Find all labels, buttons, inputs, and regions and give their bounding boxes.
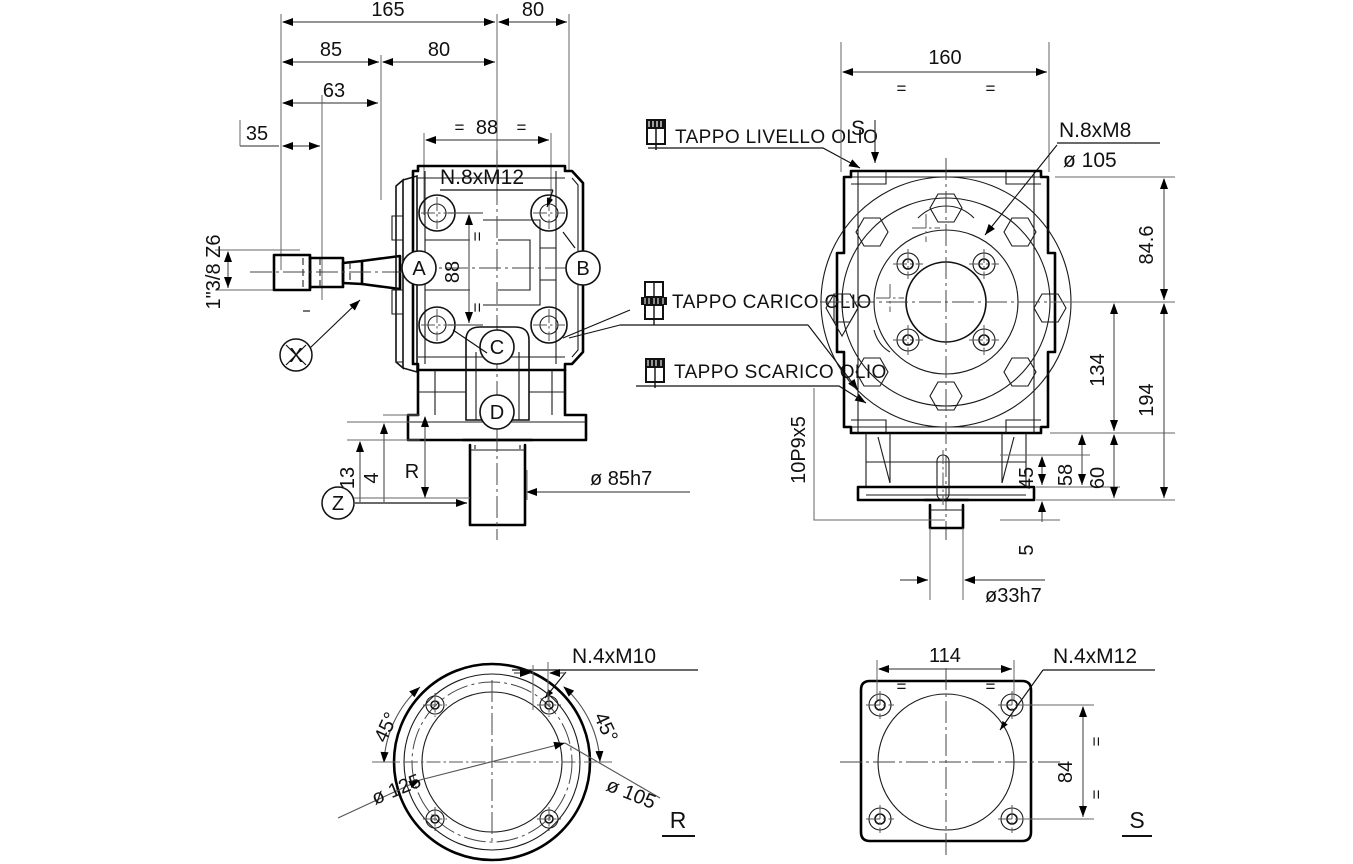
dim-80-mid: 80 (428, 39, 450, 61)
dim-160: 160 (928, 47, 961, 69)
note-bolts-m12-detail-label: N.4xM12 (1053, 645, 1137, 668)
marker-r-label: R (405, 461, 419, 483)
section-arrow-s-label: S (851, 117, 865, 140)
bubble-b: B (565, 250, 601, 286)
bolt-boss-group (418, 194, 568, 344)
bubble-a-label: A (412, 258, 426, 280)
dim-85: 85 (320, 39, 342, 61)
note-bolts-m10-label: N.4xM10 (572, 645, 656, 668)
front-view-group: 165 80 85 80 63 88 35 = = 1"3/8 Z6 (203, 0, 690, 540)
gearbox-body-side (820, 158, 1160, 540)
equal-mark-inner-bot: = (468, 302, 487, 312)
oil-level-plug-note: TAPPO LIVELLO OLIO (646, 119, 878, 169)
hex-bolt-ring (825, 193, 1067, 411)
detail-s-equal-left: = (897, 677, 907, 696)
dim-shaft-dia-85h7: ø 85h7 (590, 468, 652, 490)
front-dimension-lines: 165 80 85 80 63 88 35 = = (239, 0, 570, 300)
detail-s-group: 114 = = 84 = = N.4xM12 S (840, 645, 1155, 855)
dim-194: 194 (1136, 383, 1158, 416)
dim-165: 165 (371, 0, 404, 21)
side-right-dims: 84.6 134 194 60 58 45 5 ø33h7 (900, 176, 1175, 607)
note-keyway-label: 10P9x5 (788, 416, 810, 484)
spline-shaft-dimension: 1"3/8 Z6 (203, 235, 300, 310)
detail-r-view-label: R (662, 807, 695, 837)
dim-angle-right: 45° (589, 709, 622, 746)
dim-80-top: 80 (522, 0, 544, 21)
detail-s-label-text: S (1129, 807, 1144, 833)
oil-level-plug-label: TAPPO LIVELLO OLIO (675, 127, 878, 148)
dim-13: 13 (337, 467, 359, 489)
equal-mark-left: = (455, 118, 465, 137)
detail-s-equal-bot: = (1087, 789, 1106, 799)
note-bolts-m10: N.4xM10 (512, 645, 698, 710)
front-bottom-dims: 13 4 R ø 85h7 Z (321, 414, 690, 520)
detail-r-group: ø 125 ø 105 45° 45° N.4xM10 R (337, 645, 698, 862)
dim-88-top: 88 (476, 117, 498, 139)
bubble-c-label: C (490, 337, 504, 359)
front-inner-88-dim: 88 = = (442, 212, 487, 326)
equal-mark-right: = (517, 118, 527, 137)
oil-level-plug-icon (646, 119, 666, 150)
detail-s-equal-top: = (1087, 736, 1106, 746)
equal-mark-inner-top: = (468, 231, 487, 241)
bubble-c: C (479, 329, 515, 365)
dim-88-vertical: 88 (442, 261, 464, 283)
bubble-a: A (401, 250, 437, 286)
marker-z-group: Z (321, 486, 467, 520)
shaft-designation-bubbles: A B C D (401, 250, 601, 430)
bubble-b-label: B (576, 258, 589, 280)
dim-84: 84 (1055, 761, 1077, 783)
dim-dia-105: ø 105 (603, 774, 659, 814)
dim-35: 35 (246, 123, 268, 145)
note-bolts-m8: N.8xM8 ø 105 (984, 119, 1160, 236)
marker-x-label: X (289, 345, 302, 367)
marker-z-label: Z (332, 493, 344, 515)
bubble-d: D (479, 394, 515, 430)
note-bolts-m8-label: N.8xM8 (1059, 119, 1131, 142)
detail-s-view-label: S (1122, 807, 1152, 837)
dim-60: 60 (1087, 467, 1109, 489)
side-view-group: 160 = = S N.8xM8 ø 105 (788, 42, 1175, 607)
dim-134: 134 (1087, 353, 1109, 386)
detail-s-equal-right: = (986, 677, 996, 696)
bubble-d-label: D (490, 402, 504, 424)
note-bolts-m12-detail: N.4xM12 (999, 645, 1155, 731)
side-equal-right: = (986, 79, 996, 98)
dim-5: 5 (1016, 544, 1038, 555)
note-bolts-m12-label: N.8xM12 (440, 166, 524, 189)
side-equal-left: = (897, 79, 907, 98)
oil-drain-plug-label: TAPPO SCARICO OLIO (674, 362, 887, 383)
note-bolt-circle-105: ø 105 (1063, 149, 1117, 172)
dim-shaft-dia-33h7: ø33h7 (985, 585, 1042, 607)
input-shaft (250, 253, 415, 292)
note-keyway: 10P9x5 (788, 388, 945, 521)
label-spline-size: 1"3/8 Z6 (203, 235, 225, 310)
side-top-dims: 160 = = (840, 42, 1050, 172)
dim-4: 4 (361, 472, 383, 483)
dim-dia-125: ø 125 (369, 770, 425, 810)
dim-63: 63 (323, 80, 345, 102)
dim-58: 58 (1055, 464, 1077, 486)
oil-filler-plug-icon (641, 281, 667, 325)
detail-r-label-text: R (670, 807, 687, 833)
oil-drain-plug-note: TAPPO SCARICO OLIO (636, 358, 887, 404)
oil-drain-plug-icon (645, 358, 665, 388)
section-arrow-s: S (851, 117, 879, 163)
dim-45: 45 (1016, 467, 1038, 489)
marker-x-group: X (279, 299, 361, 372)
note-bolts-m12: N.8xM12 (440, 166, 631, 354)
dim-114: 114 (929, 645, 961, 667)
detail-r-bolt-holes (423, 693, 561, 831)
threaded-hole-group (893, 249, 999, 355)
keyway-detail (936, 450, 950, 505)
dim-84-6: 84.6 (1136, 226, 1158, 265)
detail-s-bolt-holes (866, 691, 1026, 833)
plug-notes-group: TAPPO LIVELLO OLIO TAPPO CARICO OLIO (568, 119, 887, 404)
